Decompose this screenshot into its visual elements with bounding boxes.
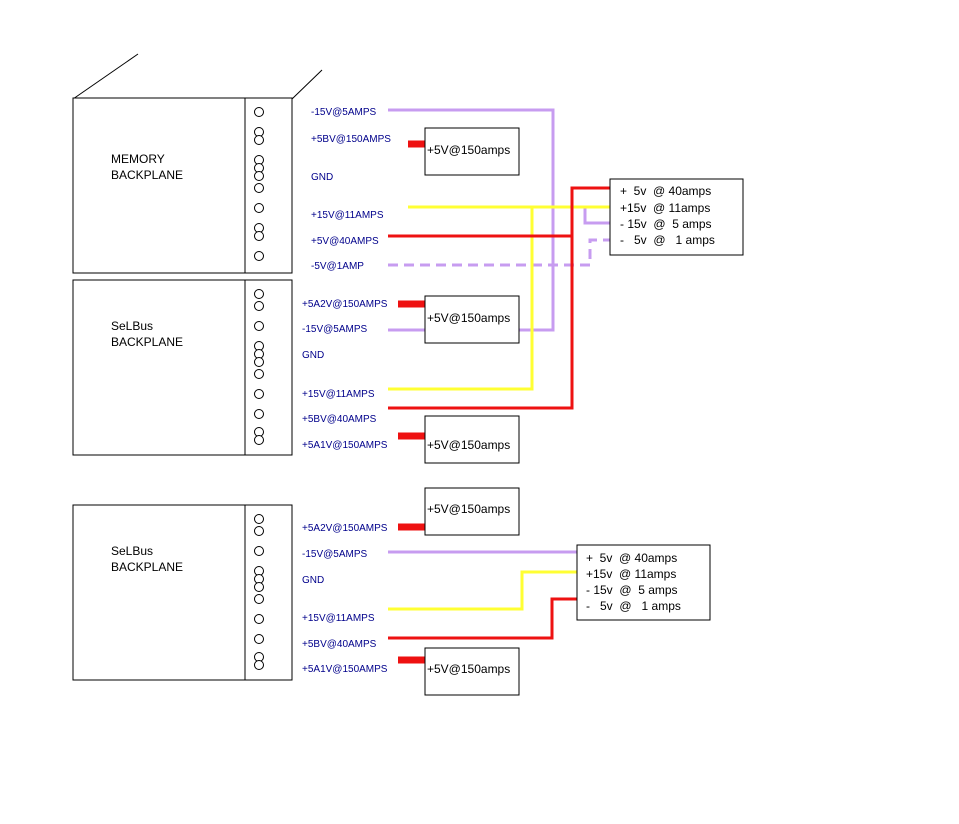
wire-yellow-sel1	[388, 207, 534, 391]
supply-line: + 5v @ 40amps	[620, 184, 711, 198]
supply-line: - 5v @ 1 amps	[586, 599, 681, 613]
wire-red-sel1	[388, 186, 610, 410]
wire-yellow-sel2	[388, 570, 577, 611]
pin-label: +5A2V@150AMPS	[302, 523, 388, 534]
supply-150a-4: +5V@150amps	[424, 487, 520, 536]
pin-labels-memory: -15V@5AMPS +5BV@150AMPS GND +15V@11AMPS …	[311, 107, 391, 272]
pin-label: +15V@11AMPS	[302, 613, 375, 624]
supply-150a-2: +5V@150amps	[424, 295, 520, 344]
pin-label: -15V@5AMPS	[302, 324, 368, 335]
pin-label: GND	[302, 350, 324, 361]
multi-supply-1: + 5v @ 40amps +15v @ 11amps - 15v @ 5 am…	[609, 178, 744, 256]
pin-label: -15V@5AMPS	[311, 107, 377, 118]
pin-group	[254, 514, 264, 670]
connector-strip	[244, 279, 293, 456]
supply-line: - 15v @ 5 amps	[586, 583, 678, 597]
pin-label: -5V@1AMP	[311, 261, 364, 272]
backplane-label-line1: MEMORY	[111, 152, 165, 166]
wire-red-sel2	[388, 597, 577, 640]
pin-label: GND	[311, 172, 333, 183]
supply-150a-1: +5V@150amps	[424, 127, 520, 176]
connector-strip	[244, 504, 293, 681]
pin-group	[254, 289, 264, 445]
supply-label: +5V@150amps	[427, 311, 510, 325]
pin-labels-selbus-2: +5A2V@150AMPS -15V@5AMPS GND +15V@11AMPS…	[302, 523, 388, 675]
supply-line: - 15v @ 5 amps	[620, 217, 712, 231]
pin-label: -15V@5AMPS	[302, 549, 368, 560]
supply-label: +5V@150amps	[427, 438, 510, 452]
pin-label: +5A2V@150AMPS	[302, 299, 388, 310]
wire-purple-dashed	[388, 238, 610, 267]
perspective-line-left	[72, 53, 139, 100]
backplane-label-line1: SeLBus	[111, 319, 153, 333]
supply-line: - 5v @ 1 amps	[620, 233, 715, 247]
pin-label: GND	[302, 575, 324, 586]
selbus-backplane-1: SeLBus BACKPLANE	[72, 279, 293, 456]
supply-line: + 5v @ 40amps	[586, 551, 677, 565]
pin-label: +5BV@40AMPS	[302, 639, 377, 650]
supply-label: +5V@150amps	[427, 502, 510, 516]
pin-label: +5A1V@150AMPS	[302, 664, 388, 675]
pin-group	[254, 107, 264, 261]
pin-label: +15V@11AMPS	[302, 389, 375, 400]
connector-strip	[244, 97, 293, 274]
supply-label: +5V@150amps	[427, 143, 510, 157]
wire-purple-ps1	[553, 205, 610, 225]
supply-line: +15v @ 11amps	[586, 567, 676, 581]
backplane-label-line2: BACKPLANE	[111, 335, 183, 349]
pin-label: +5A1V@150AMPS	[302, 440, 388, 451]
selbus-backplane-2: SeLBus BACKPLANE	[72, 504, 293, 681]
perspective-line-right	[291, 69, 323, 100]
pin-label: +15V@11AMPS	[311, 210, 384, 221]
multi-supply-2: + 5v @ 40amps +15v @ 11amps - 15v @ 5 am…	[576, 544, 711, 621]
supply-150a-3: +5V@150amps	[424, 415, 520, 464]
pin-label: +5BV@150AMPS	[311, 134, 391, 145]
backplane-label-line2: BACKPLANE	[111, 560, 183, 574]
supply-150a-5: +5V@150amps	[424, 647, 520, 696]
supply-label: +5V@150amps	[427, 662, 510, 676]
pin-label: +5V@40AMPS	[311, 236, 379, 247]
memory-backplane: MEMORY BACKPLANE	[72, 97, 293, 274]
pin-labels-selbus-1: +5A2V@150AMPS -15V@5AMPS GND +15V@11AMPS…	[302, 299, 388, 451]
wires	[388, 108, 610, 664]
backplane-label-line2: BACKPLANE	[111, 168, 183, 182]
supply-line: +15v @ 11amps	[620, 201, 710, 215]
pin-label: +5BV@40AMPS	[302, 414, 377, 425]
backplane-label-line1: SeLBus	[111, 544, 153, 558]
